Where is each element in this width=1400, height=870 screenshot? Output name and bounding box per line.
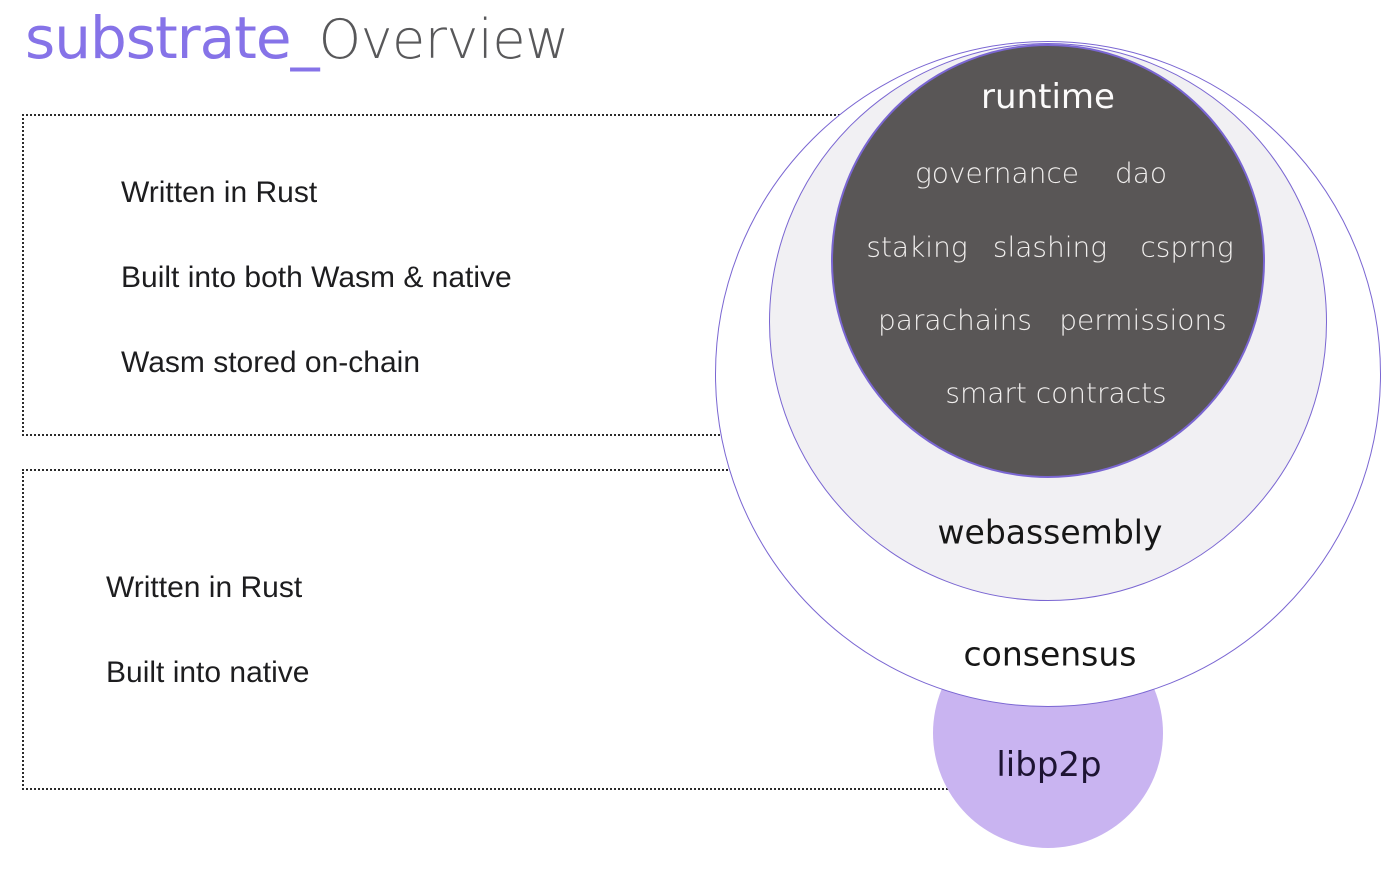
feature-line: Written in Rust — [106, 571, 303, 604]
libp2p-label: libp2p — [996, 745, 1102, 785]
overview-text: Overview — [318, 8, 570, 71]
runtime-module-csprng: csprng — [1140, 230, 1234, 264]
runtime-label: runtime — [981, 77, 1115, 117]
feature-line: Built into both Wasm & native — [121, 261, 512, 294]
runtime-module-permissions: permissions — [1059, 303, 1227, 337]
brand-text: substrate_ — [25, 4, 320, 72]
runtime-module-dao: dao — [1114, 156, 1168, 190]
runtime-module-slashing: slashing — [992, 230, 1108, 264]
circle-runtime — [831, 44, 1265, 478]
runtime-module-smart-contracts: smart contracts — [945, 376, 1167, 410]
runtime-module-parachains: parachains — [877, 303, 1033, 337]
webassembly-label: webassembly — [937, 512, 1163, 552]
feature-line: Built into native — [106, 656, 310, 689]
runtime-module-staking: staking — [866, 230, 968, 264]
page-title: substrate_Overview — [25, 4, 569, 72]
feature-line: Wasm stored on-chain — [121, 346, 421, 379]
feature-line: Written in Rust — [121, 176, 318, 209]
feature-box-wasm: Written in Rust Built into both Wasm & n… — [22, 114, 904, 436]
feature-box-native: Written in Rust Built into native — [22, 469, 952, 790]
consensus-label: consensus — [963, 634, 1137, 674]
runtime-module-governance: governance — [914, 156, 1080, 190]
